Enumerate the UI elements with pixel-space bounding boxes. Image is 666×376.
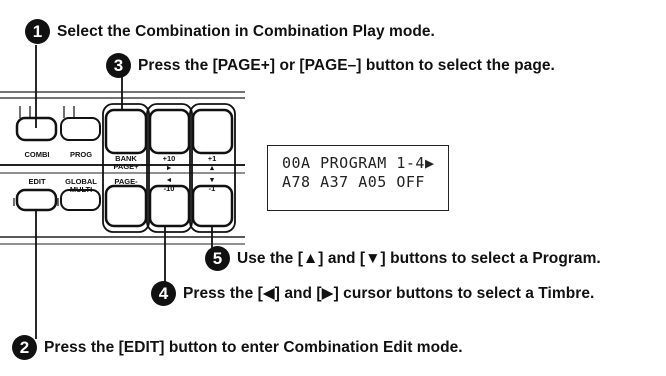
plus1-button (191, 108, 234, 155)
step-number-badge: 5 (205, 246, 230, 271)
lcd-line-1: 00A PROGRAM 1-4▶ (282, 154, 435, 172)
step-number-badge: 3 (106, 53, 131, 78)
plus1-label: +1 (208, 154, 217, 163)
step-text: Use the [▲] and [▼] buttons to select a … (237, 249, 601, 267)
step-text: Press the [PAGE+] or [PAGE–] button to s… (138, 56, 555, 74)
callout-step-4: 4 Press the [◀] and [▶] cursor buttons t… (151, 281, 594, 306)
callout-step-1: 1 Select the Combination in Combination … (25, 19, 435, 44)
step-text: Select the Combination in Combination Pl… (57, 22, 435, 40)
up-arrow-icon: ▴ (209, 163, 215, 172)
edit-button (15, 188, 58, 212)
prog-button (60, 117, 101, 141)
plus10-column-frame (146, 103, 193, 233)
combi-label: COMBI (25, 150, 50, 159)
callout-step-5: 5 Use the [▲] and [▼] buttons to select … (205, 246, 601, 271)
minus1-label: -1 (209, 184, 216, 193)
step-text: Press the [EDIT] button to enter Combina… (44, 338, 463, 356)
plus10-button (148, 108, 191, 155)
prog-label: PROG (70, 150, 92, 159)
plus10-label: +10 (163, 154, 176, 163)
step-number-badge: 1 (25, 19, 50, 44)
bank-page-plus-button (104, 108, 148, 155)
led-post-combi (19, 106, 31, 118)
callout-step-3: 3 Press the [PAGE+] or [PAGE–] button to… (106, 53, 555, 78)
bank-label: BANK (115, 154, 137, 163)
page-plus-label: PAGE+ (113, 162, 139, 171)
led-post-prog (63, 106, 75, 118)
right-arrow-icon: ▸ (166, 163, 172, 172)
step-number-badge: 2 (12, 335, 37, 360)
left-arrow-icon: ◂ (166, 175, 172, 184)
lcd-display: 00A PROGRAM 1-4▶ A78 A37 A05 OFF (267, 145, 449, 211)
step-number-badge: 4 (151, 281, 176, 306)
edit-label: EDIT (28, 177, 46, 186)
page-minus-button (104, 184, 148, 228)
minus10-button (148, 184, 191, 228)
step-text: Press the [◀] and [▶] cursor buttons to … (183, 285, 595, 302)
bank-column-frame (102, 103, 150, 233)
global-multi-button (60, 189, 101, 211)
minus10-label: -10 (164, 184, 175, 193)
down-arrow-icon: ▾ (209, 175, 215, 184)
global-label: GLOBAL (65, 177, 97, 186)
multi-label: MULTI (70, 185, 92, 194)
page-minus-label: PAGE- (114, 177, 138, 186)
callout-step-2: 2 Press the [EDIT] button to enter Combi… (12, 335, 463, 360)
lcd-line-2: A78 A37 A05 OFF (282, 173, 425, 191)
